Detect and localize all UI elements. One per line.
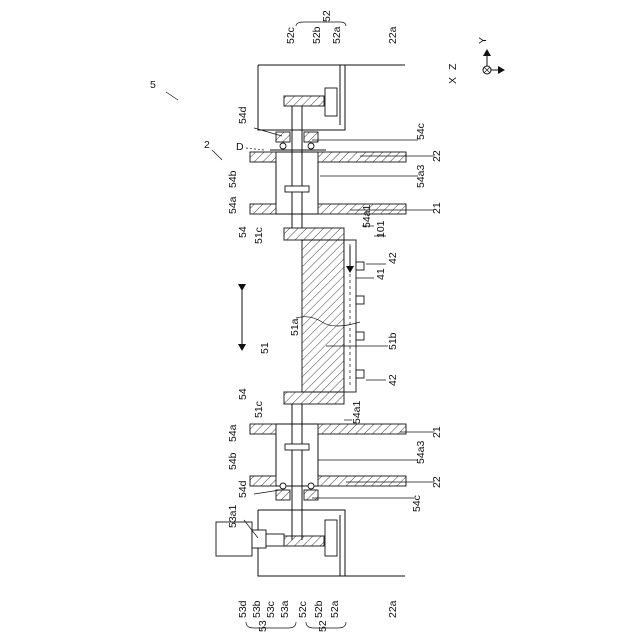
label-2: 2	[204, 139, 210, 151]
coupler-53c	[266, 534, 284, 546]
label-53a1: 53a1	[227, 504, 239, 528]
label-54-top: 54	[237, 226, 249, 238]
block-51a	[302, 240, 344, 392]
axis-y: Y	[477, 37, 489, 44]
label-main-5: 5	[150, 79, 156, 91]
label-52c-top: 52c	[285, 27, 297, 44]
motor-block-52a-bot	[325, 520, 337, 556]
label-54c-bot: 54c	[411, 495, 423, 512]
label-51a: 51a	[289, 318, 301, 336]
label-53b: 53b	[251, 600, 263, 618]
label-53d: 53d	[237, 600, 249, 618]
disk-54b-top	[285, 186, 309, 192]
plate-52c-bot	[284, 536, 324, 546]
flange-51c-bot	[284, 392, 344, 404]
motor-block-52a-top	[325, 88, 337, 116]
axis-x: X	[447, 77, 459, 84]
pipe-22-top	[250, 152, 406, 214]
label-54d-bot: 54d	[237, 480, 249, 498]
label-21-top: 21	[431, 202, 443, 214]
label-51c-bot: 51c	[253, 401, 265, 418]
label-51b: 51b	[387, 332, 399, 350]
label-52-top: 52	[321, 10, 333, 22]
label-42-top: 42	[387, 252, 399, 264]
shaft-top	[292, 106, 302, 228]
bracket-53-bot	[246, 622, 296, 628]
axis-z: Z	[447, 63, 459, 70]
disk-54b-bot	[285, 444, 309, 450]
label-53: 53	[257, 620, 269, 632]
label-52b-top: 52b	[311, 26, 323, 44]
label-53a: 53a	[279, 600, 291, 618]
label-52-bot: 52	[317, 620, 329, 632]
label-52a-bot: 52a	[329, 600, 341, 618]
pipe-22-bot	[250, 424, 406, 486]
label-54a-bot: 54a	[227, 424, 239, 442]
label-54b-bot: 54b	[227, 452, 239, 470]
label-54c-top: 54c	[415, 123, 427, 140]
label-53c: 53c	[265, 601, 277, 618]
label-54a1-bot: 54a1	[351, 400, 363, 424]
label-22a-bot: 22a	[387, 600, 399, 618]
label-51c-top: 51c	[253, 227, 265, 244]
label-54b-top: 54b	[227, 170, 239, 188]
axis-indicator	[483, 50, 504, 74]
label-22a-top: 22a	[387, 26, 399, 44]
label-52c-bot: 52c	[297, 601, 309, 618]
flange-51c-top	[284, 228, 344, 240]
label-101: 101	[375, 220, 387, 238]
carrier-41	[344, 240, 364, 392]
plate-52c-top	[284, 96, 324, 106]
label-52a-top: 52a	[331, 26, 343, 44]
label-42-bot: 42	[387, 374, 399, 386]
label-54a3-bot: 54a3	[415, 440, 427, 464]
label-54a1-top: 54a1	[361, 204, 373, 228]
label-52b-bot: 52b	[313, 600, 325, 618]
label-D: D	[236, 141, 244, 153]
label-54d-top: 54d	[237, 106, 249, 124]
label-51: 51	[259, 342, 271, 354]
label-54a-top: 54a	[227, 196, 239, 214]
label-54-bot: 54	[237, 388, 249, 400]
label-41: 41	[375, 268, 387, 280]
